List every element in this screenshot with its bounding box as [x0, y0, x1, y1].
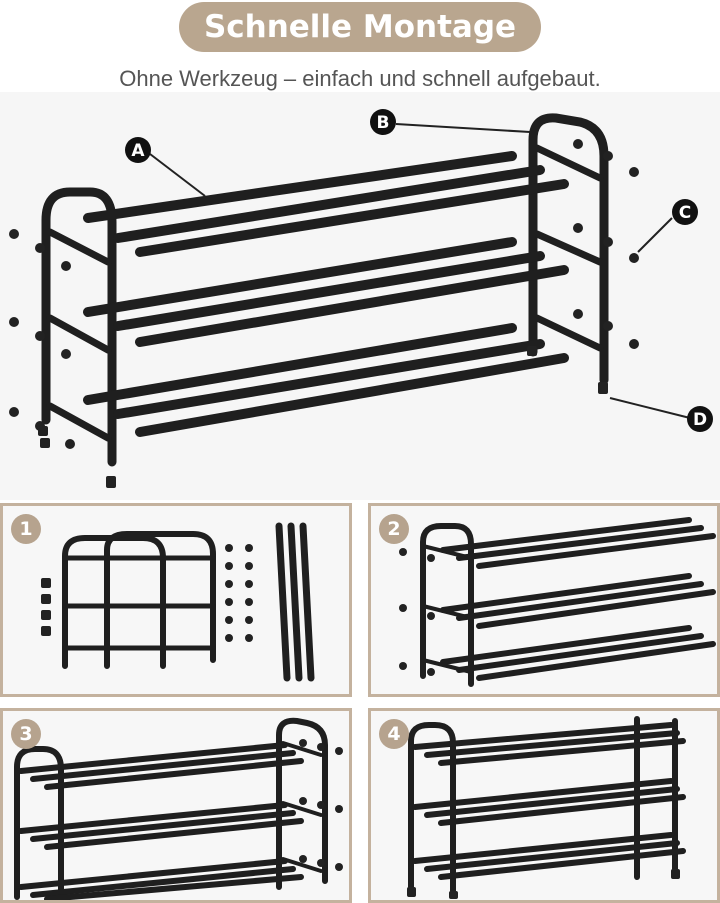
page-title: Schnelle Montage [203, 9, 517, 45]
callout-d: D [693, 410, 707, 430]
step-panel-4: 4 [368, 708, 720, 903]
step-panel-1: 1 [0, 503, 352, 697]
callout-b: B [377, 113, 390, 133]
frame-with-tubes-drawing [399, 517, 716, 687]
rack-with-right-frame-drawing [14, 717, 343, 900]
parts-overview-drawing [41, 522, 315, 682]
assembled-rack-drawing [407, 716, 686, 899]
title-badge: Schnelle Montage [179, 2, 541, 52]
exploded-shoe-rack-drawing: A B C D [9, 109, 713, 488]
page-subtitle: Ohne Werkzeug – einfach und schnell aufg… [119, 66, 601, 91]
step-number-3: 3 [11, 719, 41, 749]
callout-a: A [131, 141, 145, 161]
callout-c: C [679, 203, 691, 223]
step-number-4: 4 [379, 719, 409, 749]
exploded-view-illustration: A B C D [0, 92, 720, 500]
step-panel-2: 2 [368, 503, 720, 697]
step-panel-3: 3 [0, 708, 352, 903]
step-number-2: 2 [379, 514, 409, 544]
step-number-1: 1 [11, 514, 41, 544]
